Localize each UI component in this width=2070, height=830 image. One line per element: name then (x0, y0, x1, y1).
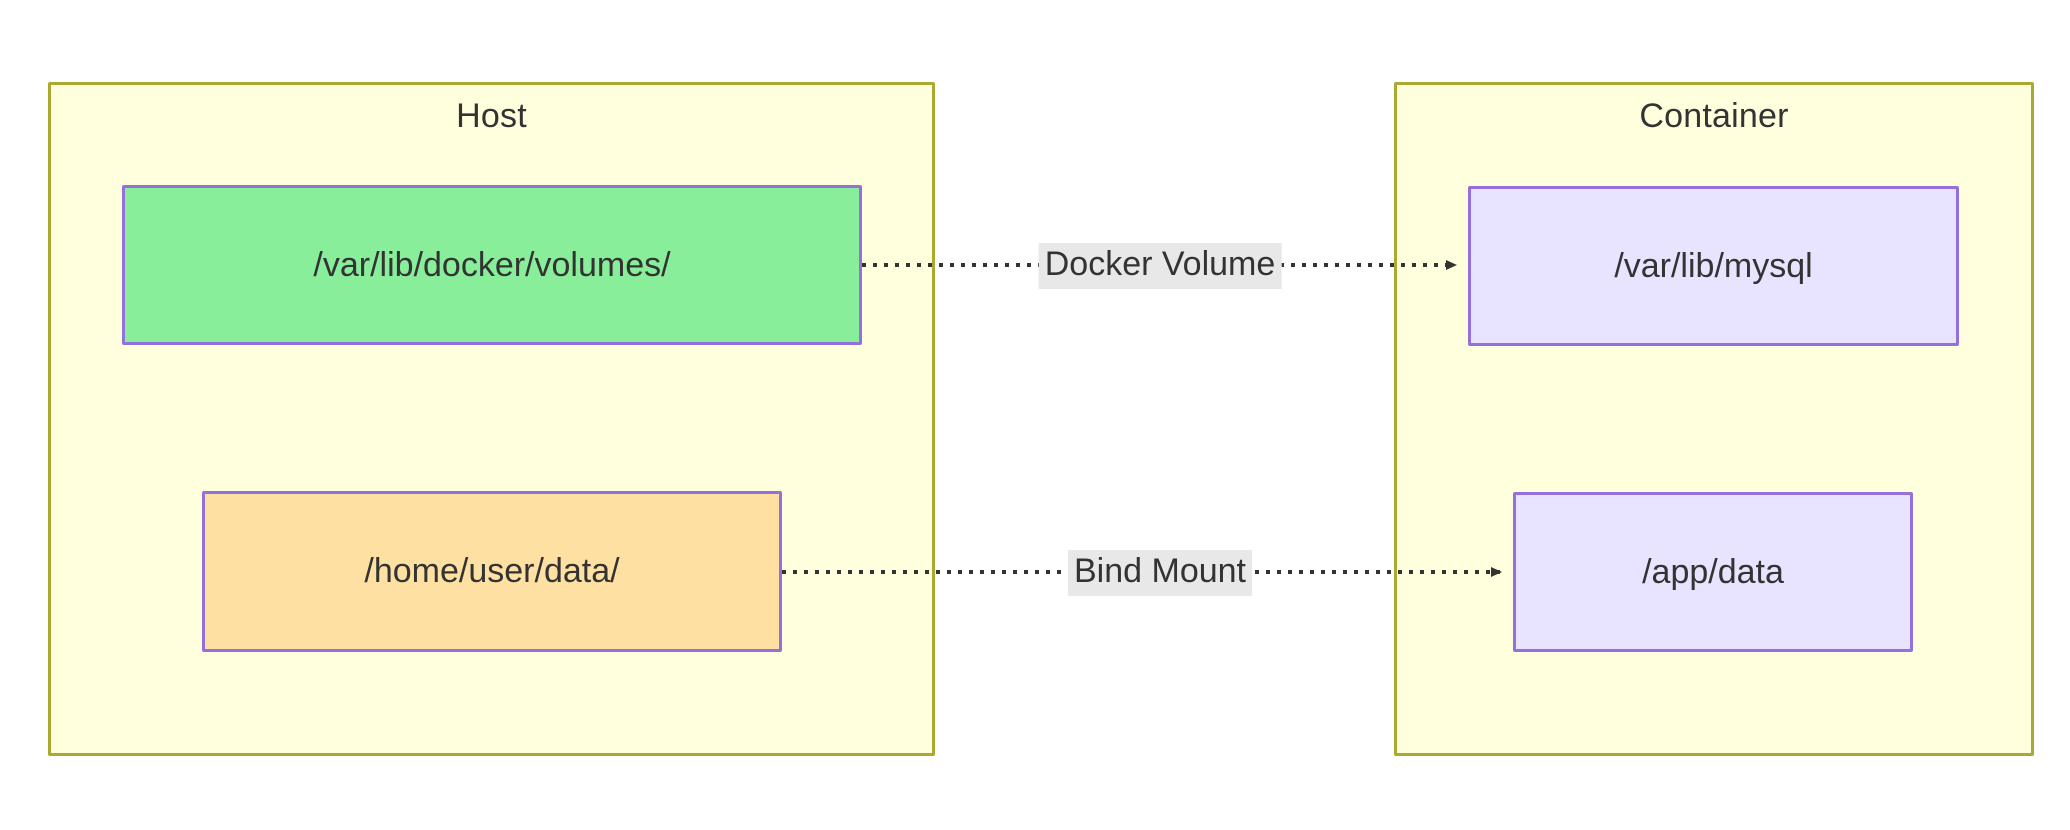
edge-label-docker-volume: Docker Volume (1038, 243, 1282, 289)
node-host-bind-path-label: /home/user/data/ (364, 552, 620, 591)
subgraph-host-title: Host (456, 97, 527, 135)
subgraph-container-title: Container (1639, 97, 1789, 135)
node-container-mysql-path-label: /var/lib/mysql (1614, 246, 1813, 285)
node-container-app-data-path[interactable]: /app/data (1513, 492, 1913, 652)
node-host-volume-path-label: /var/lib/docker/volumes/ (313, 245, 671, 284)
edge-label-bind-mount: Bind Mount (1068, 550, 1252, 596)
node-host-volume-path[interactable]: /var/lib/docker/volumes/ (122, 185, 862, 345)
subgraph-container: Container (1394, 82, 2034, 756)
node-host-bind-path[interactable]: /home/user/data/ (202, 491, 782, 652)
node-container-app-data-path-label: /app/data (1642, 552, 1784, 591)
node-container-mysql-path[interactable]: /var/lib/mysql (1468, 186, 1959, 346)
subgraph-host: Host (48, 82, 935, 756)
